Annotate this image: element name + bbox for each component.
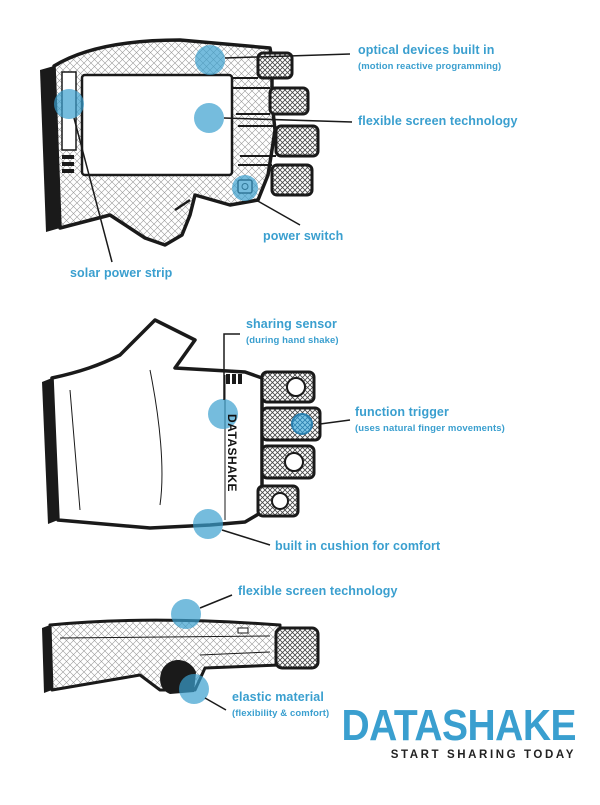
callout-sensor-sublabel: (during hand shake) (246, 335, 339, 346)
leader-power (255, 199, 301, 226)
callout-sensor-label: sharing sensor (246, 317, 338, 331)
callout-flex-screen-2-label: flexible screen technology (238, 584, 398, 598)
leader-optical (224, 53, 351, 59)
finger-tip-3 (274, 124, 320, 158)
brand-tagline: START SHARING TODAY (390, 749, 576, 761)
cuff-band-2 (42, 378, 58, 524)
highlight-elastic (179, 674, 209, 704)
leader-flex-screen-2 (199, 594, 233, 609)
leader-cushion (221, 529, 271, 546)
back-view-glove (40, 38, 353, 263)
callout-optical-label: optical devices built in (358, 43, 495, 57)
callout-elastic-sublabel: (flexibility & comfort) (232, 708, 330, 719)
highlight-power (232, 175, 258, 201)
leader-elastic (204, 697, 227, 711)
callout-trigger-sublabel: (uses natural finger movements) (355, 423, 505, 434)
palm-view-glove (42, 318, 351, 546)
finger-tip-1 (256, 51, 294, 80)
highlight-flex-screen-2 (171, 599, 201, 629)
highlight-sensor (208, 399, 238, 429)
finger-tip-2 (268, 86, 310, 116)
callout-trigger-label: function trigger (355, 405, 449, 419)
leader-trigger (319, 419, 351, 425)
highlight-solar (54, 89, 84, 119)
callout-elastic-label: elastic material (232, 690, 324, 704)
highlight-cushion (193, 509, 223, 539)
finger-tip-4 (270, 163, 314, 197)
glove-brand-text: DATASHAKE (225, 414, 239, 493)
side-view-glove (42, 594, 320, 711)
palm-finger-3 (260, 444, 316, 480)
brand-logo-text: DATASHAKE (341, 702, 576, 751)
leader-sensor (223, 333, 240, 400)
side-finger-tip (274, 626, 320, 670)
function-trigger-pad (291, 413, 313, 435)
highlight-optical (195, 45, 225, 75)
palm-glove-body (50, 318, 264, 530)
callout-optical-sublabel: (motion reactive programming) (358, 61, 502, 72)
callout-flex-screen-1-label: flexible screen technology (358, 114, 518, 128)
flexible-screen (80, 73, 234, 177)
palm-finger-4 (256, 484, 300, 518)
leader-solar (73, 117, 113, 263)
highlight-screen (194, 103, 224, 133)
palm-finger-2 (260, 406, 322, 442)
callout-cushion-label: built in cushion for comfort (275, 539, 441, 553)
callout-power-label: power switch (263, 229, 344, 243)
palm-finger-1 (260, 370, 316, 404)
leader-screen (223, 117, 353, 123)
callout-solar-label: solar power strip (70, 266, 173, 280)
